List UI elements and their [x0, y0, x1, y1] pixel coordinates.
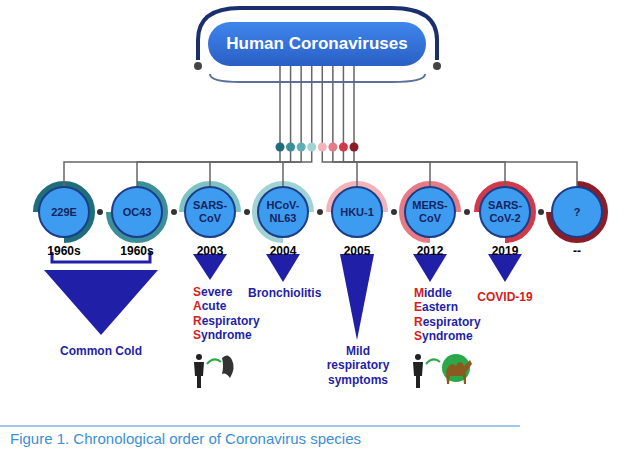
figure-caption: Figure 1. Chronological order of Coronav…	[10, 430, 361, 447]
virus-circle: ?	[551, 186, 603, 238]
virus-circle: 229E	[38, 186, 90, 238]
year-label: 1960s	[107, 244, 167, 258]
year-label: 1960s	[34, 244, 94, 258]
title-box: Human Coronaviruses	[208, 22, 426, 66]
caption-rule	[0, 425, 520, 427]
dot	[433, 62, 441, 70]
label-word: Respiratory	[193, 314, 260, 328]
disease-label: Mild respiratory symptoms	[322, 344, 394, 387]
label-word: Eastern	[414, 300, 481, 314]
virus-name: 229E	[49, 206, 79, 219]
disease-label: Bronchiolitis	[248, 286, 320, 300]
year-label: 2003	[180, 244, 240, 258]
label-word: Middle	[414, 286, 481, 300]
year-label: --	[547, 244, 607, 258]
virus-circle: SARS-CoV-2	[479, 186, 531, 238]
virus-name: MERS-CoV	[406, 199, 454, 224]
connector-dot	[307, 143, 316, 152]
virus-name: HCoV-NL63	[259, 199, 307, 224]
label-word: Syndrome	[193, 328, 260, 342]
label-word: Acute	[193, 299, 260, 313]
virus-circle: SARS-CoV	[184, 186, 236, 238]
outer-arc	[198, 8, 437, 60]
connector-dot	[276, 143, 285, 152]
label-word: Syndrome	[414, 329, 481, 343]
virus-circle: HCoV-NL63	[257, 186, 309, 238]
virus-name: OC43	[121, 206, 154, 219]
connector	[64, 66, 280, 186]
separator-dots	[97, 209, 544, 215]
triangles	[44, 254, 522, 340]
disease-label: Middle Eastern Respiratory Syndrome	[414, 286, 481, 344]
connector	[322, 66, 357, 186]
virus-name: SARS-CoV-2	[481, 199, 529, 224]
outer-arc-lower	[210, 74, 425, 82]
connector-dot	[297, 143, 306, 152]
year-label: 2019	[475, 244, 535, 258]
connector-dot	[350, 143, 359, 152]
connector	[333, 66, 430, 186]
year-label: 2012	[400, 244, 460, 258]
year-label: 2005	[327, 244, 387, 258]
connector	[354, 66, 577, 186]
connector	[283, 66, 312, 186]
disease-label: Common Cold	[56, 344, 146, 358]
connector-dot	[328, 143, 337, 152]
connector-dot	[339, 143, 348, 152]
virus-name: SARS-CoV	[186, 199, 234, 224]
connector	[343, 66, 505, 186]
virus-name: HKU-1	[338, 206, 376, 219]
connector	[210, 66, 301, 186]
virus-circle: MERS-CoV	[404, 186, 456, 238]
virus-name: ?	[572, 206, 583, 219]
label-word: Respiratory	[414, 315, 481, 329]
person-bat-icon	[194, 354, 234, 388]
connector	[137, 66, 291, 186]
virus-circle: HKU-1	[331, 186, 383, 238]
year-label: 2004	[253, 244, 313, 258]
connector-dot	[318, 143, 327, 152]
connector-dot	[286, 143, 295, 152]
disease-label: COVID-19	[470, 290, 540, 304]
dot	[194, 62, 202, 70]
virus-circle: OC43	[111, 186, 163, 238]
rings	[36, 184, 605, 240]
title-text: Human Coronaviruses	[224, 34, 409, 54]
person-camel-icon	[413, 354, 472, 388]
